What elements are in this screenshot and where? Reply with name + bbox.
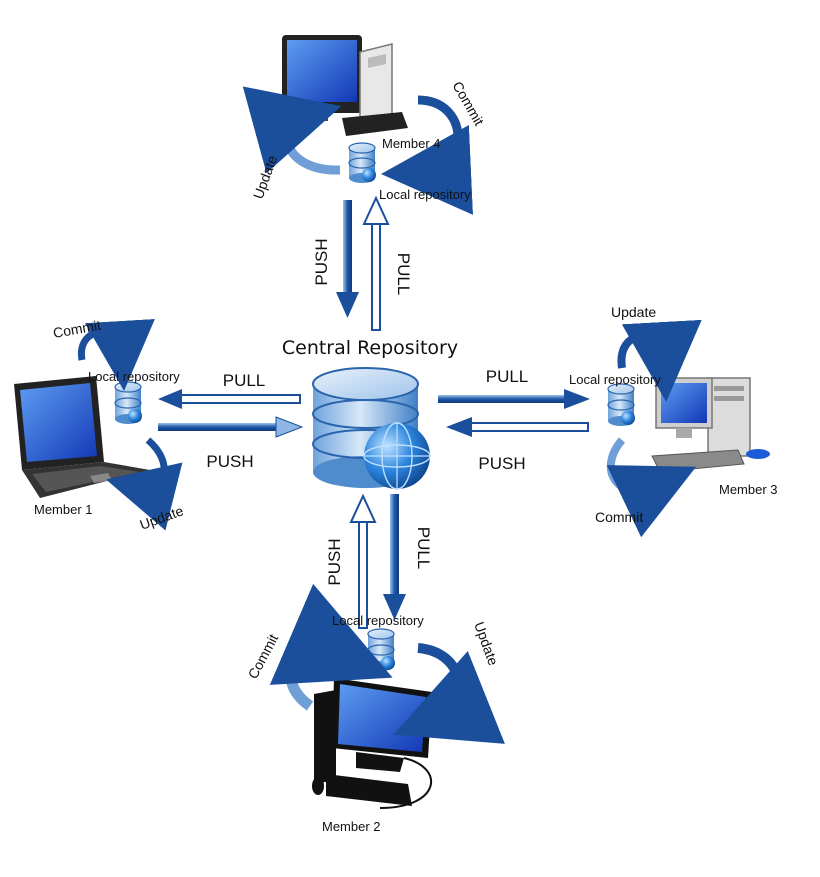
desktop-computer-icon	[312, 678, 433, 809]
member-2-commit-arrow	[269, 583, 393, 711]
member-3-update-arrow	[617, 319, 702, 402]
flow-arrows	[158, 195, 590, 629]
laptop-icon	[14, 376, 150, 498]
member-4-local-repo-label: Local repository	[379, 187, 471, 202]
member-3-workstation: Update Local repository Member 3 Commit	[569, 304, 778, 538]
member4-pull-arrow	[362, 195, 390, 331]
member3-pull-label: PULL	[486, 367, 529, 386]
member-2-update-label: Update	[471, 620, 502, 668]
central-repository: Central Repository	[282, 337, 458, 490]
member2-push-arrow	[349, 493, 377, 629]
member3-push-label: PUSH	[478, 454, 525, 473]
member1-pull-label: PULL	[223, 371, 266, 390]
member-2-local-repo-label: Local repository	[332, 613, 424, 628]
member-4-commit-arrow	[381, 95, 474, 215]
member1-push-arrow	[158, 416, 304, 438]
member-1-commit-label: Commit	[52, 317, 102, 341]
member4-push-label: PUSH	[312, 238, 331, 285]
member3-pull-arrow	[438, 389, 590, 409]
member2-pull-arrow	[383, 494, 406, 620]
desktop-computer-icon	[282, 35, 408, 136]
member-1-commit-arrow	[78, 318, 155, 391]
member-4-local-repo-icon	[348, 142, 376, 183]
member3-push-arrow	[446, 417, 589, 437]
desktop-computer-icon	[651, 377, 770, 473]
member4-pull-label: PULL	[394, 253, 413, 296]
member-1-local-repo-icon	[114, 381, 142, 424]
member-4-name-label: Member 4	[382, 136, 441, 151]
member-3-update-label: Update	[611, 304, 656, 320]
member-2-workstation: Local repository Commit Update Member 2	[245, 583, 506, 834]
member-4-workstation: Member 4 Local repository Commit Update	[242, 35, 487, 215]
member-2-local-repo-icon	[367, 628, 395, 671]
member-2-name-label: Member 2	[322, 819, 381, 834]
member1-push-label: PUSH	[206, 452, 253, 471]
member-1-update-arrow	[106, 437, 183, 531]
member2-push-label: PUSH	[325, 538, 344, 585]
member4-push-arrow	[336, 200, 359, 318]
member-4-update-label: Update	[250, 153, 281, 201]
member-2-update-arrow	[393, 643, 506, 744]
member-1-local-repo-label: Local repository	[88, 369, 180, 384]
member-3-local-repo-icon	[607, 383, 635, 426]
member2-pull-label: PULL	[414, 527, 433, 570]
globe-icon	[363, 422, 431, 490]
member-1-name-label: Member 1	[34, 502, 93, 517]
member-2-commit-label: Commit	[245, 631, 282, 681]
member1-pull-arrow	[158, 389, 301, 409]
member-1-update-label: Update	[138, 502, 186, 533]
member-3-name-label: Member 3	[719, 482, 778, 497]
member-3-commit-label: Commit	[595, 509, 643, 525]
member-3-local-repo-label: Local repository	[569, 372, 661, 387]
member-4-update-arrow	[242, 86, 342, 175]
central-repository-label: Central Repository	[282, 337, 458, 359]
member-3-commit-arrow	[606, 437, 697, 538]
